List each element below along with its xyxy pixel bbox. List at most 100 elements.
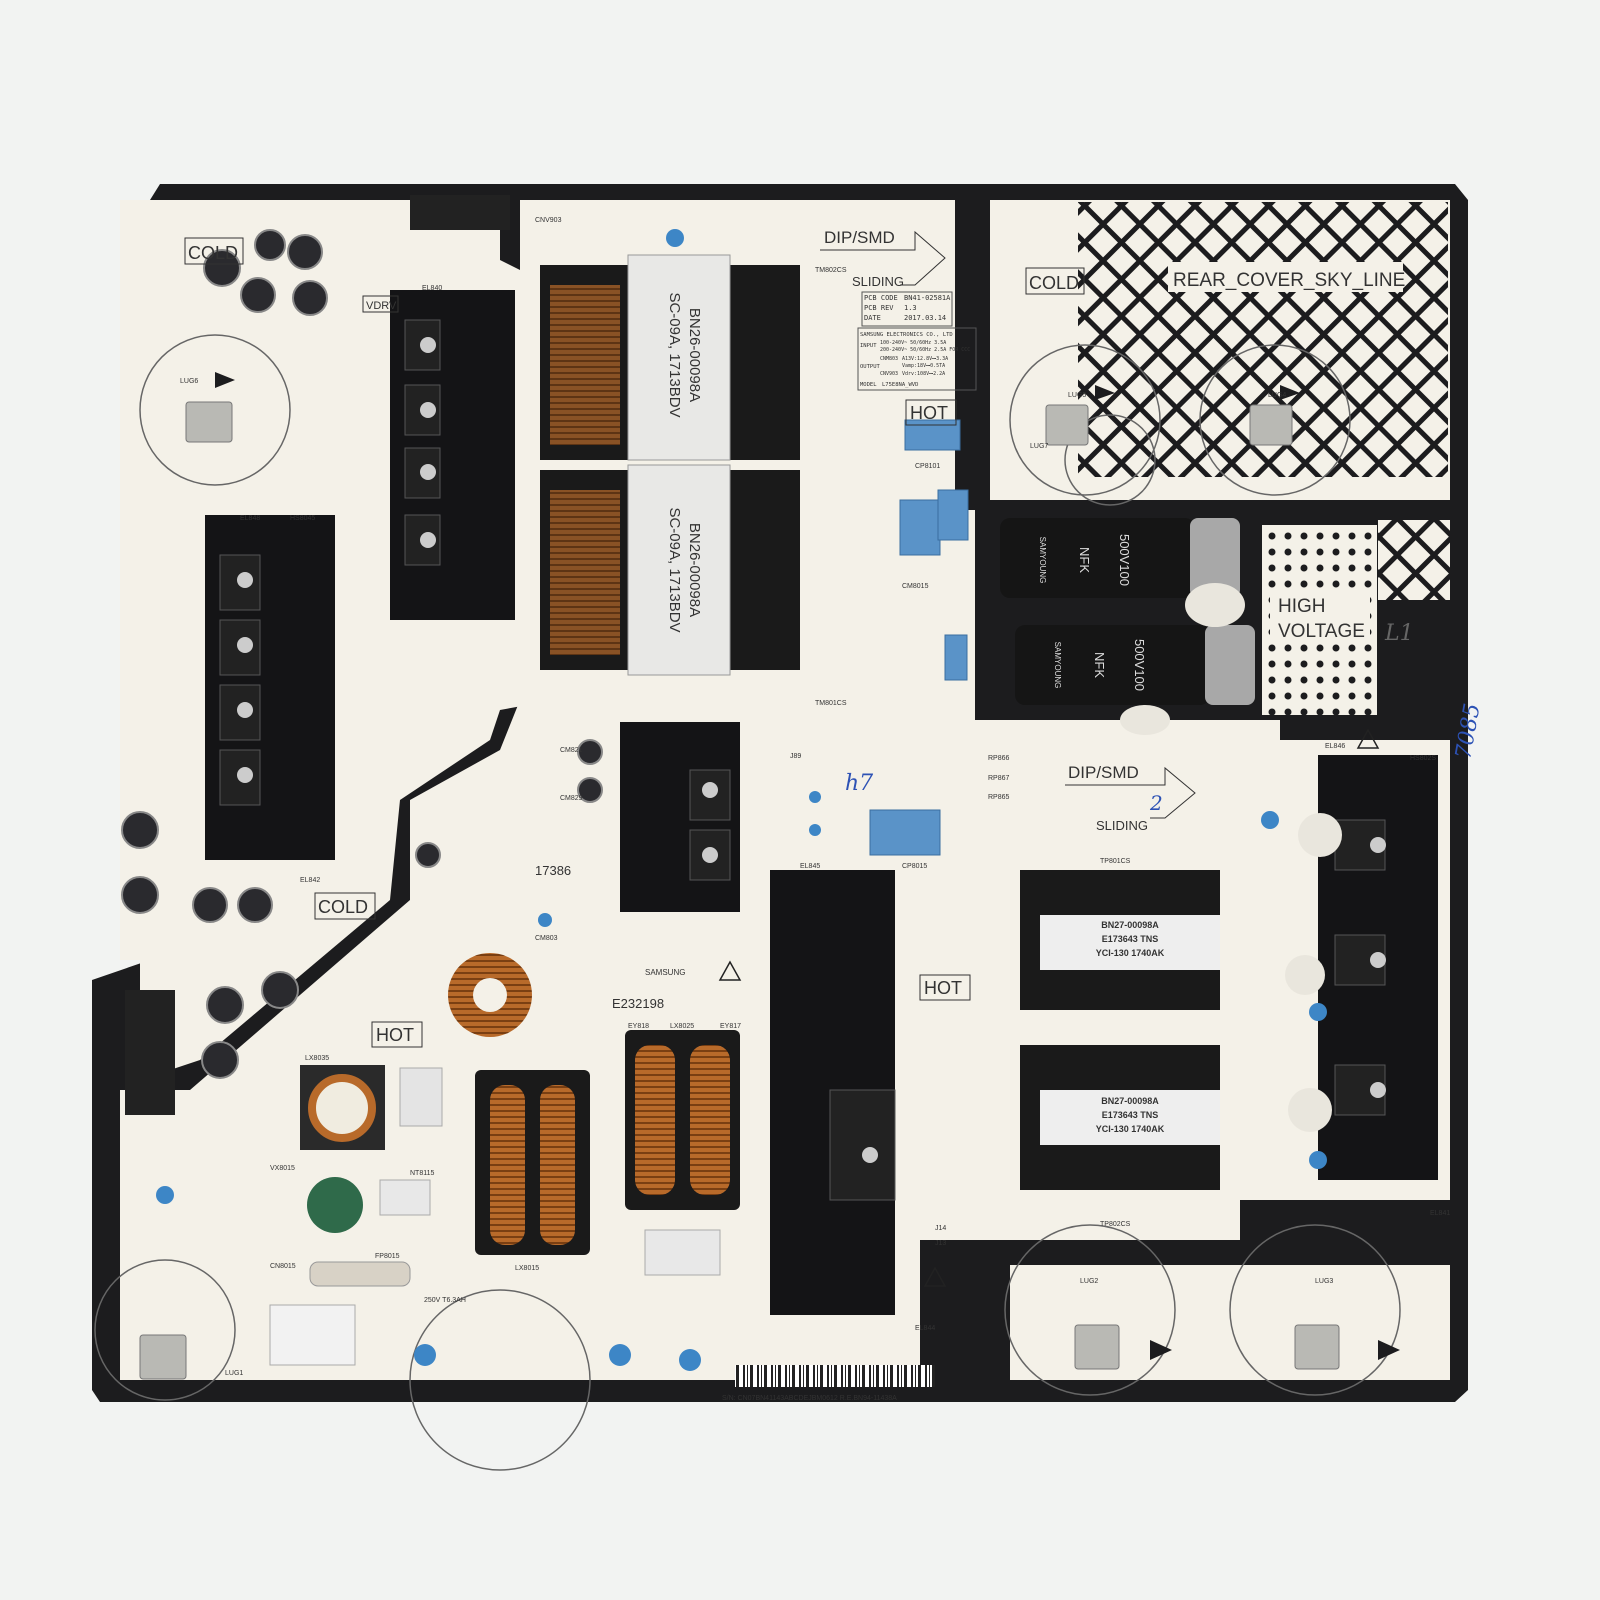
cold-label-3: COLD	[318, 897, 368, 917]
aux-transformer-1	[1020, 870, 1220, 1010]
ref-label: EL846	[1325, 743, 1345, 750]
hatch-small	[1378, 520, 1450, 600]
lug6-label: LUG6	[180, 378, 198, 385]
dip-smd-label-1: DIP/SMD	[824, 228, 895, 247]
silicone-blobs	[1120, 583, 1342, 1132]
ref-label: CM821	[560, 747, 583, 754]
handwritten-mark-3: h7	[845, 771, 873, 796]
cap-1-brand: NFK	[1077, 547, 1092, 573]
svg-text:CNV903: CNV903	[880, 371, 898, 377]
svg-text:2017.03.14: 2017.03.14	[904, 314, 946, 322]
barcode	[735, 1365, 935, 1387]
svg-text:DATE: DATE	[864, 314, 881, 322]
handwritten-mark-2: 2	[1149, 791, 1163, 815]
svg-text:100-240V~ 50/60Hz 3.5A: 100-240V~ 50/60Hz 3.5A	[880, 340, 946, 346]
svg-text:A13V:12.8V⎓3.3A: A13V:12.8V⎓3.3A	[902, 356, 948, 362]
vdrv-label: VDRV	[366, 300, 397, 312]
svg-text:Vdrv:108V⎓2.2A: Vdrv:108V⎓2.2A	[902, 371, 945, 377]
ref-label: HS802S	[1410, 755, 1436, 762]
bulk-capacitor-1	[1000, 518, 1240, 598]
ref-label: EL840	[422, 285, 442, 292]
ref-label: TP801CS	[1100, 858, 1131, 865]
ref-label: HS8045	[290, 515, 315, 522]
high-voltage-label-1: HIGH	[1278, 596, 1326, 617]
samsung-logo: SAMSUNG	[645, 968, 685, 977]
hot-label-2: HOT	[924, 978, 962, 998]
handwritten-mark-l1: L1	[1384, 621, 1414, 646]
screw-icons	[237, 337, 1386, 1163]
ref-label: EY817	[720, 1023, 741, 1030]
rear-cover-label-bg	[1168, 262, 1403, 292]
sliding-label-1: SLIDING	[852, 274, 904, 289]
ref-label: LX8035	[305, 1055, 329, 1062]
ref-label: CNV903	[535, 217, 562, 224]
ref-label: LX8025	[670, 1023, 694, 1030]
ref-label: FP8015	[375, 1253, 400, 1260]
ref-label: LX8015	[515, 1265, 539, 1272]
ref-label: CP8015	[902, 863, 927, 870]
ref-label: RP866	[988, 755, 1010, 762]
ref-label: TP802CS	[1100, 1221, 1131, 1228]
ref-label: J13	[935, 1240, 946, 1247]
ref-label: VX8015	[270, 1165, 295, 1172]
aux-transformer-2-cert: E173643 TNS	[1102, 1110, 1159, 1120]
ref-label: TM802CS	[815, 267, 847, 274]
cap-1-maker: SAMYOUNG	[1038, 537, 1047, 584]
ref-label: EL845	[800, 863, 820, 870]
ref-label: J14	[935, 1225, 946, 1232]
ref-label: EL844	[915, 1325, 935, 1332]
ref-label: CM829	[560, 795, 583, 802]
svg-text:Vamp:18V⎓0.5TA: Vamp:18V⎓0.5TA	[902, 363, 945, 369]
hot-label-1: HOT	[910, 403, 948, 423]
ref-label: CP8101	[915, 463, 940, 470]
lug5-label: LUG5	[1068, 392, 1086, 399]
hot-box-2	[919, 974, 971, 1001]
hot-label-3: HOT	[376, 1025, 414, 1045]
high-voltage-warning-icons	[718, 728, 1380, 1287]
ref-label: CM8015	[902, 583, 929, 590]
ref-label: EL842	[300, 877, 320, 884]
svg-text:1.3: 1.3	[904, 304, 917, 312]
ref-label: EY818	[628, 1023, 649, 1030]
lug-arrow-icons	[215, 372, 1400, 1360]
hot-box-3	[371, 1021, 423, 1048]
transformer-2-code: SC-09A, 1713BDV	[666, 507, 683, 632]
sliding-label-2: SLIDING	[1096, 818, 1148, 833]
ref-label: NT8115	[410, 1170, 434, 1177]
aux-transformer-2	[1020, 1045, 1220, 1190]
main-transformer-1	[540, 254, 800, 461]
pfc-inductors	[269, 953, 740, 1366]
cold-box-2	[1025, 267, 1085, 295]
ref-label: TM801CS	[815, 700, 847, 707]
cap-2-brand: NFK	[1092, 652, 1107, 678]
lug4-label: LUG4	[1268, 392, 1286, 399]
ul-number: E232198	[612, 996, 664, 1011]
ref-label: RP867	[988, 775, 1010, 782]
connector-cnm803	[125, 990, 175, 1115]
aux-transformer-2-part: BN27-00098A	[1101, 1096, 1159, 1106]
aux-transformer-1-lot: YCI-130 1740AK	[1096, 948, 1165, 958]
hot-box-1	[905, 399, 957, 426]
date-code: 17386	[535, 863, 571, 878]
cold-box-3	[314, 892, 376, 920]
ref-label: RP865	[988, 794, 1010, 801]
cap-2-rating: 500V100	[1132, 639, 1147, 691]
transformer-2-label: BN26-00098A	[686, 523, 703, 617]
cap-2-maker: SAMYOUNG	[1053, 642, 1062, 689]
transformer-1-code: SC-09A, 1713BDV	[666, 292, 683, 417]
y-capacitors	[156, 229, 1327, 1371]
svg-text:CNM803: CNM803	[880, 356, 898, 362]
svg-text:OUTPUT: OUTPUT	[860, 364, 881, 370]
lug7-label: LUG7	[1030, 443, 1048, 450]
main-transformer-2	[540, 464, 800, 676]
svg-text:PCB CODE: PCB CODE	[864, 294, 898, 302]
sliding-arrow-2	[1065, 766, 1196, 819]
lug-clips	[139, 401, 1340, 1380]
ref-label: CM803	[535, 935, 558, 942]
barcode-text: S/N: CN07BN41143ABCDEJBM0612 R.E.BN94-11…	[722, 1395, 897, 1402]
sliding-arrow-1	[820, 230, 946, 286]
fuse-label: 250V T6.3AH	[424, 1297, 466, 1304]
electrolytic-capacitors	[121, 229, 603, 1079]
lug-circles	[94, 334, 1401, 1471]
